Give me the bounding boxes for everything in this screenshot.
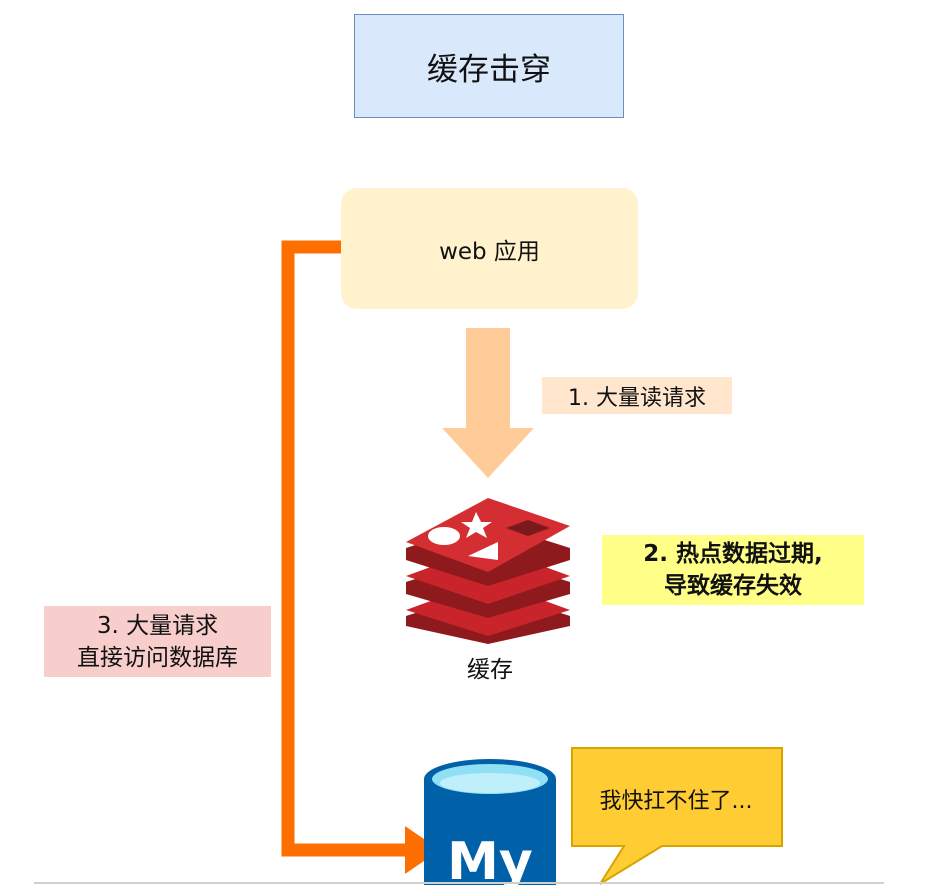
step1-label: 1. 大量读请求 bbox=[542, 377, 732, 414]
step2-line2: 导致缓存失效 bbox=[664, 573, 802, 599]
web-app-label: web 应用 bbox=[439, 238, 540, 265]
step2-label: 2. 热点数据过期, 导致缓存失效 bbox=[602, 535, 864, 605]
web-app-box: web 应用 bbox=[341, 188, 638, 309]
redis-icon bbox=[406, 498, 570, 644]
step2-line1: 2. 热点数据过期, bbox=[643, 541, 823, 567]
cache-label: 缓存 bbox=[467, 657, 513, 683]
mysql-database-icon: My bbox=[424, 759, 556, 885]
diagram-title: 缓存击穿 bbox=[354, 14, 624, 118]
read-request-arrow bbox=[442, 328, 534, 478]
divider bbox=[34, 882, 884, 884]
step3-label: 3. 大量请求 直接访问数据库 bbox=[44, 606, 271, 677]
db-logo-text: My bbox=[447, 832, 533, 885]
speech-bubble bbox=[571, 747, 783, 885]
db-speech-text: 我快扛不住了... bbox=[599, 789, 753, 814]
step3-line1: 3. 大量请求 bbox=[96, 612, 219, 639]
step3-line2: 直接访问数据库 bbox=[77, 644, 238, 671]
